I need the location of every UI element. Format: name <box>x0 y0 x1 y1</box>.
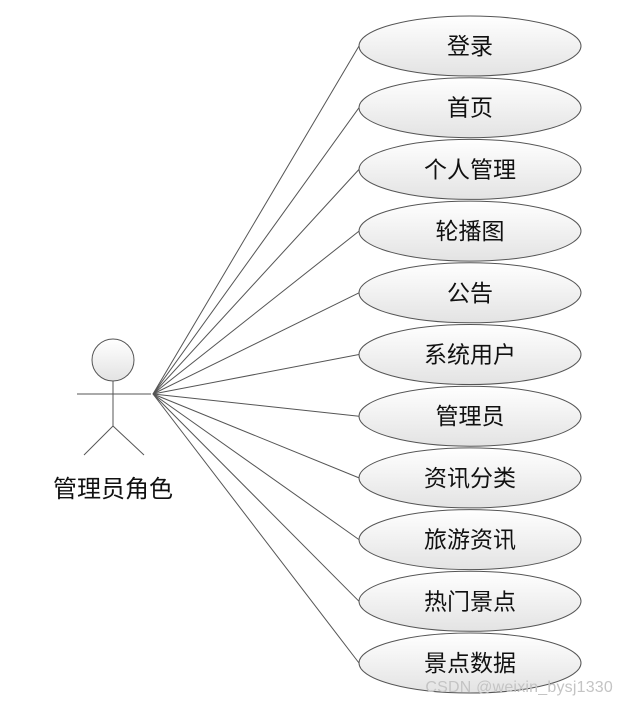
association-line <box>152 393 360 541</box>
use-case-ellipse <box>358 385 582 447</box>
association-line <box>152 169 360 395</box>
use-case: 景点数据 <box>358 632 582 694</box>
use-case-ellipse <box>358 324 582 385</box>
actor-head <box>91 338 135 382</box>
use-case: 轮播图 <box>358 200 582 262</box>
use-case: 系统用户 <box>358 324 582 385</box>
association-line <box>152 354 360 395</box>
use-case: 公告 <box>358 262 582 324</box>
use-case: 登录 <box>358 15 582 77</box>
use-case: 旅游资讯 <box>358 509 582 571</box>
use-case-label: 管理员 <box>436 404 505 430</box>
association-line <box>152 45 360 395</box>
use-case: 管理员 <box>358 385 582 447</box>
actor-figure: 管理员角色 <box>53 338 173 503</box>
use-case-ellipse <box>358 15 582 77</box>
association-links <box>152 45 360 664</box>
use-case-label: 公告 <box>447 281 493 307</box>
use-case-ellipse <box>358 570 582 632</box>
use-case-ellipse <box>358 447 582 509</box>
use-case-ellipse <box>358 200 582 262</box>
use-case: 首页 <box>358 77 582 139</box>
association-line <box>152 393 360 417</box>
use-case-label: 个人管理 <box>424 157 516 183</box>
use-case-label: 热门景点 <box>424 589 516 615</box>
association-line <box>152 292 360 395</box>
association-line <box>152 393 360 664</box>
use-case-label: 登录 <box>447 34 493 60</box>
use-case-label: 景点数据 <box>424 651 516 677</box>
association-line <box>152 393 360 479</box>
use-case-label: 系统用户 <box>424 343 516 369</box>
actor-label: 管理员角色 <box>53 475 173 503</box>
association-line <box>152 393 360 602</box>
use-case-label: 旅游资讯 <box>424 528 516 554</box>
use-case-label: 资讯分类 <box>424 466 516 492</box>
use-case-ellipse <box>358 262 582 324</box>
use-case-ellipse <box>358 509 582 571</box>
use-case: 资讯分类 <box>358 447 582 509</box>
association-line <box>152 230 360 395</box>
use-case: 个人管理 <box>358 138 582 200</box>
use-case-ellipse <box>358 632 582 694</box>
use-case: 热门景点 <box>358 570 582 632</box>
use-case-ellipse <box>358 77 582 139</box>
watermark: CSDN @weixin_bysj1330 <box>425 679 613 696</box>
use-case-ellipse <box>358 138 582 200</box>
use-case-label: 首页 <box>447 96 493 122</box>
actor-right-leg <box>112 425 145 456</box>
association-line <box>152 107 360 395</box>
use-case-label: 轮播图 <box>436 219 505 245</box>
actor-left-leg <box>83 425 114 456</box>
